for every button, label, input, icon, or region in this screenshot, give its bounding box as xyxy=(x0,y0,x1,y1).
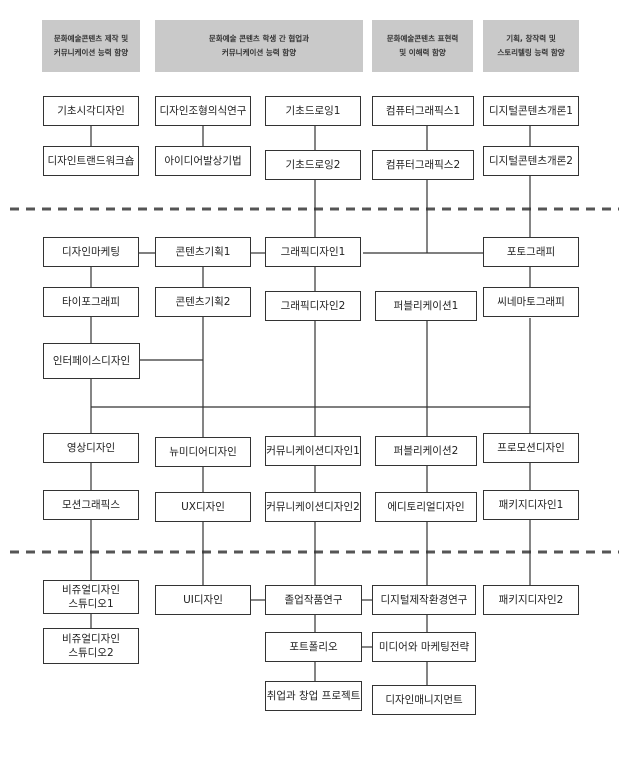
header-column-3: 문화예술콘텐츠 표현력 및 이해력 함양 xyxy=(372,20,473,72)
course-box: 퍼블리케이션2 xyxy=(375,436,477,466)
course-box: 디지털제작환경연구 xyxy=(372,585,476,615)
course-box: 인터페이스디자인 xyxy=(43,343,140,379)
course-box: 영상디자인 xyxy=(43,433,139,463)
course-box: 콘텐츠기획1 xyxy=(155,237,251,267)
course-box: 패키지디자인2 xyxy=(483,585,579,615)
course-box: 취업과 창업 프로젝트 xyxy=(265,681,362,711)
course-box: 그래픽디자인1 xyxy=(265,237,361,267)
course-box: 디지털콘텐츠개론2 xyxy=(483,146,579,176)
header-column-4: 기획, 창작력 및 스토리텔링 능력 함양 xyxy=(483,20,579,72)
course-box: 기초시각디자인 xyxy=(43,96,139,126)
course-box: 포트폴리오 xyxy=(265,632,362,662)
course-box: 씨네마토그래피 xyxy=(483,287,579,317)
course-box: 디자인마케팅 xyxy=(43,237,139,267)
course-box: 기초드로잉2 xyxy=(265,150,361,180)
course-box: 프로모션디자인 xyxy=(483,433,579,463)
course-box: 그래픽디자인2 xyxy=(265,291,361,321)
course-box: 모션그래픽스 xyxy=(43,490,139,520)
course-box: 디지털콘텐츠개론1 xyxy=(483,96,579,126)
course-box: 디자인트랜드워크숍 xyxy=(43,146,139,176)
course-box: 졸업작품연구 xyxy=(265,585,362,615)
header-column-1: 문화예술콘텐츠 제작 및 커뮤니케이션 능력 함양 xyxy=(42,20,140,72)
course-box: 뉴미디어디자인 xyxy=(155,437,251,467)
course-box: 디자인매니지먼트 xyxy=(372,685,476,715)
course-box: 컴퓨터그래픽스2 xyxy=(372,150,474,180)
course-box: 기초드로잉1 xyxy=(265,96,361,126)
header-column-2: 문화예술 콘텐츠 학생 간 협업과 커뮤니케이션 능력 함양 xyxy=(155,20,363,72)
course-box: 커뮤니케이션디자인1 xyxy=(265,436,361,466)
course-box: 콘텐츠기획2 xyxy=(155,287,251,317)
course-box: 비쥬얼디자인 스튜디오1 xyxy=(43,580,139,614)
course-box: 퍼블리케이션1 xyxy=(375,291,477,321)
course-box: 에디토리얼디자인 xyxy=(375,492,477,522)
course-box: 미디어와 마케팅전략 xyxy=(372,632,476,662)
course-box: 디자인조형의식연구 xyxy=(155,96,251,126)
course-box: 컴퓨터그래픽스1 xyxy=(372,96,474,126)
course-box: 비쥬얼디자인 스튜디오2 xyxy=(43,628,139,664)
course-box: 포토그래피 xyxy=(483,237,579,267)
course-box: 타이포그래피 xyxy=(43,287,139,317)
course-box: 커뮤니케이션디자인2 xyxy=(265,492,361,522)
course-box: UI디자인 xyxy=(155,585,251,615)
course-box: 패키지디자인1 xyxy=(483,490,579,520)
course-box: 아이디어발상기법 xyxy=(155,146,251,176)
course-box: UX디자인 xyxy=(155,492,251,522)
